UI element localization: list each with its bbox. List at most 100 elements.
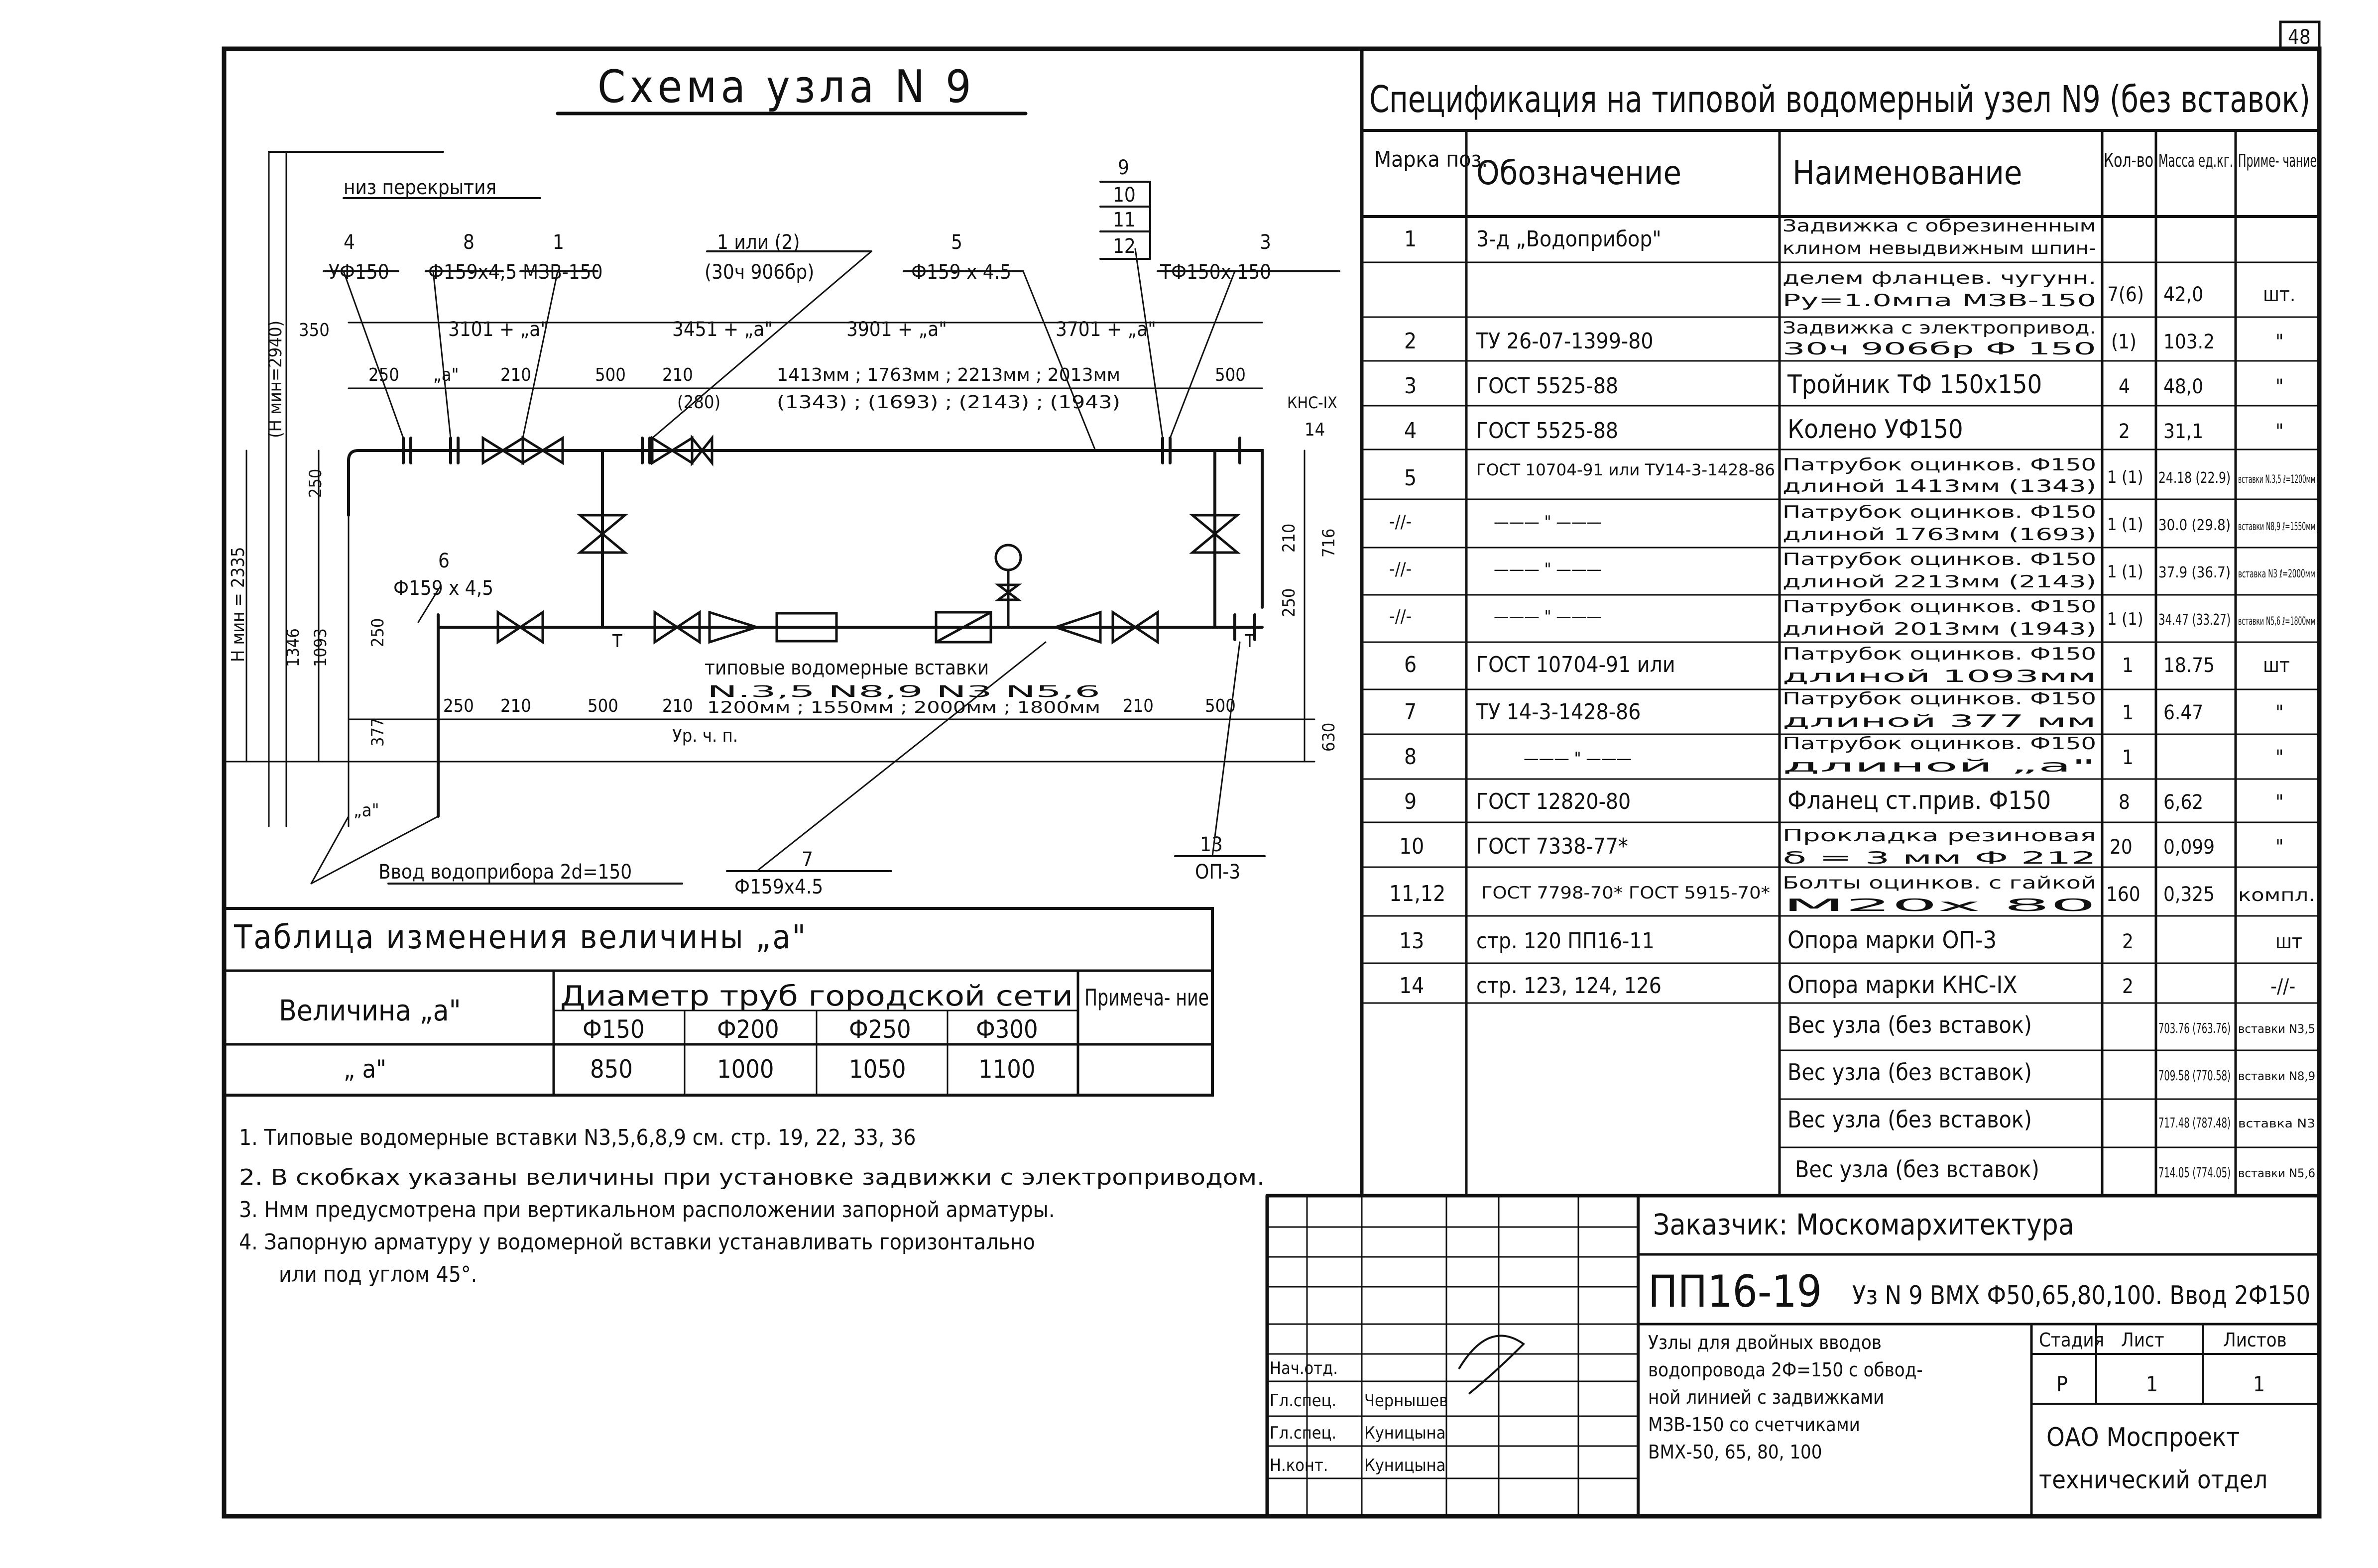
spec-row-qty: 160 <box>2106 883 2140 906</box>
callout-text: УФ150 <box>329 261 389 284</box>
diameter-header: Ф200 <box>717 1015 779 1044</box>
spec-row-name: Задвижка с электропривод. <box>1783 318 2096 338</box>
spec-row-name: Патрубок оцинков. Ф150 <box>1783 455 2096 475</box>
callout-number: 1 <box>553 231 564 254</box>
dimension-label: 3451 + „a" <box>672 318 773 341</box>
spec-row-name: Патрубок оцинков. Ф150 <box>1783 734 2096 754</box>
spec-row-mark: 5 <box>1404 465 1417 491</box>
dimension-label: 350 <box>299 320 330 340</box>
callout-text: Ф159х4.5 <box>734 876 823 898</box>
spec-row-mass: 6.47 <box>2163 701 2203 724</box>
a-value: 1000 <box>717 1055 774 1084</box>
tee-mark: Т <box>612 631 622 652</box>
spec-row-name: длиной 1413мм (1343) <box>1783 476 2096 496</box>
spec-row-name: Патрубок оцинков. Ф150 <box>1783 550 2096 569</box>
meter-insert <box>496 544 1159 645</box>
spec-row-name: Опора марки КНС-IX <box>1787 971 2018 999</box>
spec-row-mark: 7 <box>1404 699 1417 725</box>
spec-row-qty: 2 <box>2122 930 2134 953</box>
spec-row-note: вставки N5,6 ℓ=1800мм <box>2238 615 2315 628</box>
spec-row-name: δ = 3 мм Ф 212 <box>1783 848 2096 868</box>
spec-row-note: вставки N8,9 ℓ=1550мм <box>2238 521 2315 533</box>
callout-number: 5 <box>951 231 962 254</box>
signature <box>1458 1335 1526 1395</box>
callout-text: МЗВ-150 <box>523 261 602 284</box>
stack-number: 9 <box>1118 156 1129 179</box>
spec-row-designation: 3-д „Водоприбор" <box>1476 226 1662 252</box>
spec-row-note: " <box>2275 420 2284 443</box>
description-line: Узлы для двойных вводов <box>1648 1332 1882 1353</box>
vertical-dimension: 210 <box>1279 524 1299 553</box>
insert-length-label: 1413мм ; 1763мм ; 2213мм ; 2013мм <box>777 365 1120 385</box>
spec-row-designation: ГОСТ 7798-70* ГОСТ 5915-70* <box>1481 883 1770 903</box>
spec-row-name: Болты оцинков. с гайкой <box>1783 873 2096 893</box>
dimension-label: 500 <box>1215 365 1246 385</box>
valve-group-upper <box>481 434 713 467</box>
dimension-label: „a" <box>433 365 459 385</box>
spec-row-name: 30ч 906бр Ф 150 <box>1783 339 2096 359</box>
callout-text: Ф159 х 4.5 <box>911 261 1011 284</box>
floor-label: низ перекрытия <box>344 176 496 199</box>
dimension-label: (280) <box>677 392 720 413</box>
h-min-upper: (Н мин=2940) <box>265 321 286 438</box>
spec-row-note: шт. <box>2263 283 2295 306</box>
dimension-label: 500 <box>1205 696 1236 716</box>
spec-row-name: Ру=1.0мпа МЗВ-150 <box>1783 291 2096 311</box>
spec-row-designation: ——— " ——— <box>1524 749 1632 769</box>
spec-row-note: " <box>2275 746 2284 769</box>
spec-row-mass: 48,0 <box>2163 375 2203 398</box>
spec-row-qty: 1 (1) <box>2107 515 2143 535</box>
spec-row-mass: 103.2 <box>2163 331 2215 353</box>
spec-row-note: шт <box>2275 930 2302 953</box>
valve-group-bypass <box>577 514 1241 554</box>
note-line: или под углом 45°. <box>279 1262 477 1287</box>
dimension-label: 210 <box>1123 696 1154 716</box>
description-line: ВМХ-50, 65, 80, 100 <box>1648 1441 1822 1463</box>
dimension-label: 210 <box>500 696 531 716</box>
dimension-label: 3901 + „a" <box>846 318 947 341</box>
spec-row-mass: 34.47 (33.27) <box>2158 611 2231 629</box>
spec-row-designation: ГОСТ 10704-91 или <box>1476 652 1675 677</box>
callout-number: 4 <box>344 231 355 254</box>
spec-header-note: Приме- чание <box>2238 151 2317 171</box>
vertical-dimension: 716 <box>1319 529 1339 558</box>
spec-row-mass: 0,099 <box>2163 836 2215 859</box>
change-table-row-label: „ a" <box>344 1055 386 1084</box>
callout-text: ОП-3 <box>1195 861 1240 884</box>
weight-row-name: Вес узла (без вставок) <box>1787 1011 2032 1038</box>
role-label: Нач.отд. <box>1270 1358 1338 1378</box>
floor-level-label: Ур. ч. п. <box>672 726 738 746</box>
spec-title: Спецификация на типовой водомерный узел … <box>1369 78 2310 121</box>
dimension-label: 210 <box>662 365 693 385</box>
dimension-label: 250 <box>368 365 399 385</box>
sheet-frame <box>222 46 2322 1519</box>
spec-row-name: Патрубок оцинков. Ф150 <box>1783 597 2096 617</box>
spec-row-name: Прокладка резиновая <box>1783 826 2096 846</box>
spec-row-note: " <box>2275 375 2284 398</box>
vertical-dimension: 630 <box>1319 723 1339 752</box>
spec-row-mark: 13 <box>1399 928 1424 954</box>
person-name: Куницына <box>1364 1456 1445 1475</box>
spec-row-designation: ——— " ——— <box>1494 560 1602 579</box>
spec-row-qty: 1 <box>2122 654 2134 677</box>
spec-row-designation: ——— " ——— <box>1494 607 1602 627</box>
sheet-header: Лист <box>2121 1329 2164 1351</box>
person-name: Куницына <box>1364 1423 1445 1443</box>
weight-row-note: вставки N3,5 <box>2238 1022 2315 1036</box>
spec-row-name: длиной 2213мм (2143) <box>1783 572 2096 592</box>
callout-number: 3 <box>1260 231 1271 254</box>
spec-row-qty: 1 <box>2122 701 2134 724</box>
weight-row-mass: 714.05 (774.05) <box>2158 1164 2231 1181</box>
a-dimension-label: „a" <box>354 800 379 821</box>
note-line: 3. Нмм предусмотрена при вертикальном ра… <box>239 1197 1055 1223</box>
spec-row-name: Патрубок оцинков. Ф150 <box>1783 644 2096 664</box>
spec-row-note: компл. <box>2238 885 2315 905</box>
spec-row-qty: 7(6) <box>2107 283 2144 306</box>
spec-header-qty: Кол-во <box>2104 149 2153 171</box>
vertical-dimension: 250 <box>1279 588 1299 617</box>
spec-row-mass: 0,325 <box>2163 883 2215 906</box>
spec-row-note: " <box>2275 701 2284 724</box>
sheet-value: 1 <box>2146 1372 2158 1396</box>
org-name: ОАО Моспроект <box>2046 1423 2240 1453</box>
weight-row-mass: 703.76 (763.76) <box>2158 1020 2231 1036</box>
